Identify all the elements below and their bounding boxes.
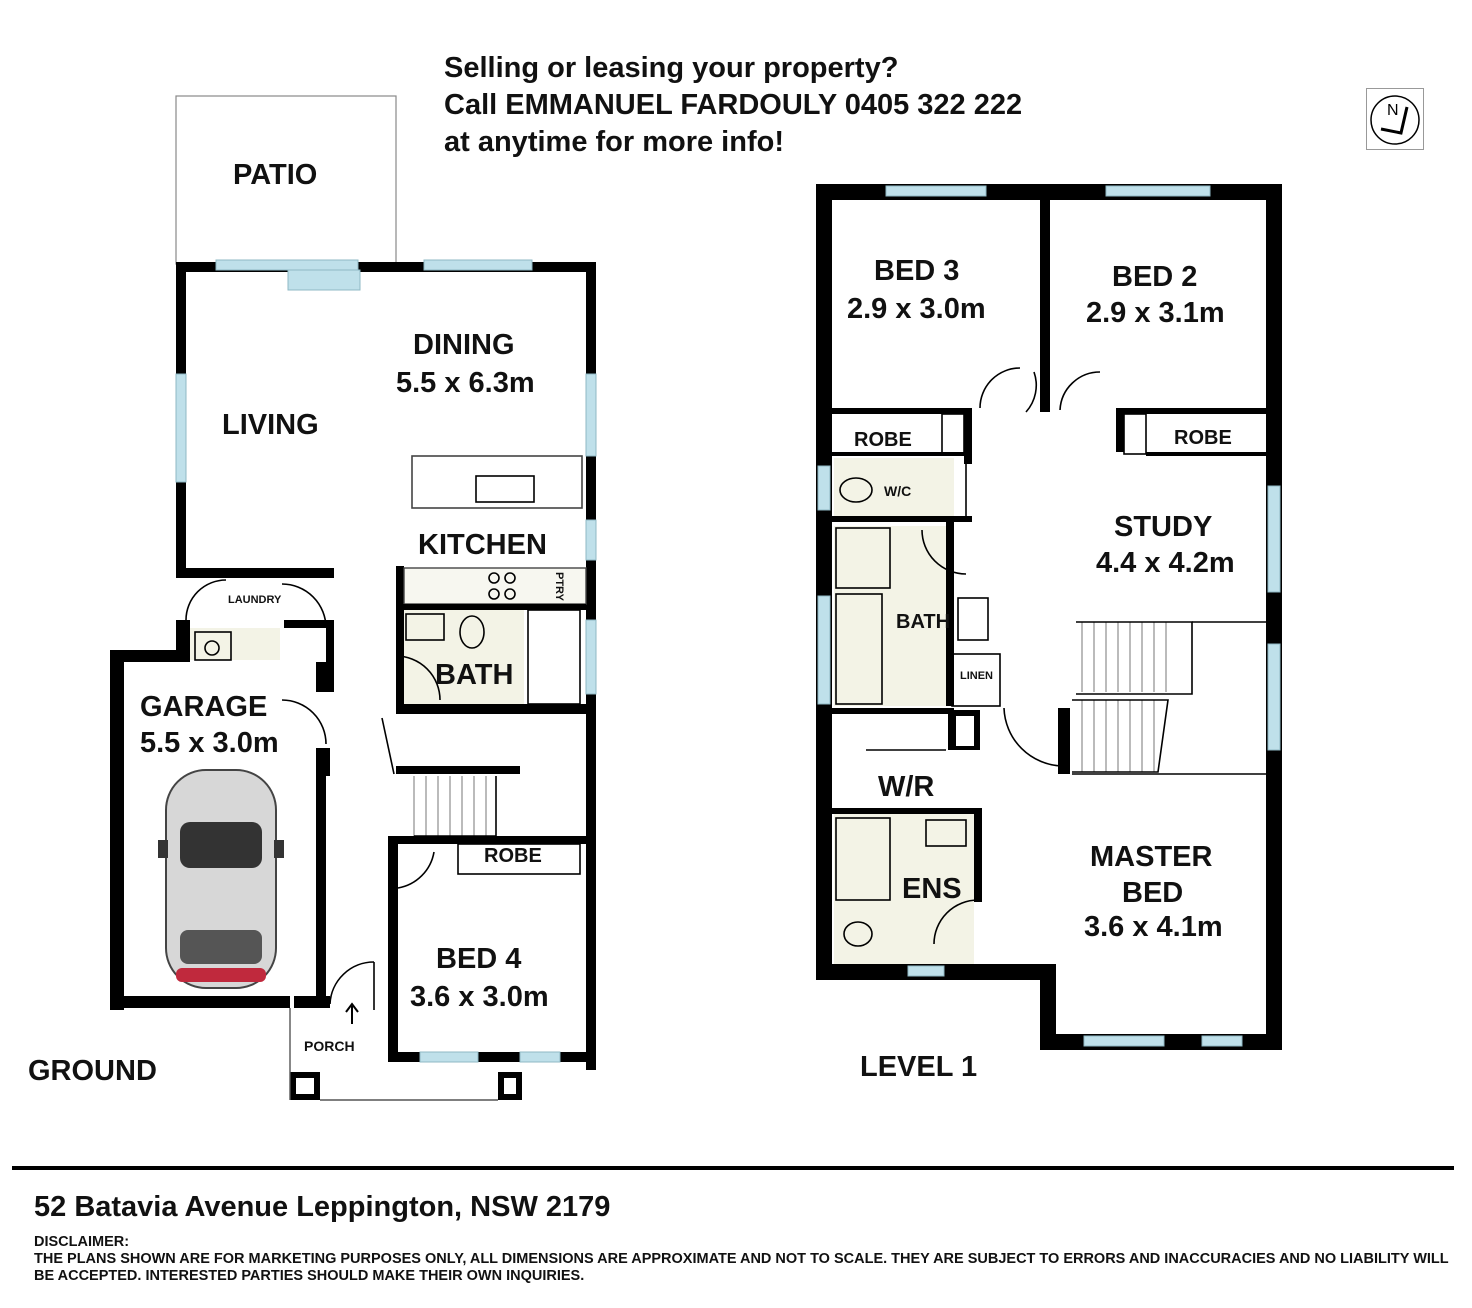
patio-label: PATIO [233,159,317,191]
bed2-label: BED 2 [1112,261,1197,293]
master-line1: MASTER [1090,841,1213,873]
study-label: STUDY [1114,511,1212,543]
ground-bath-label: BATH [435,659,513,691]
bed4-label: BED 4 [436,943,521,975]
property-address: 52 Batavia Avenue Leppington, NSW 2179 [34,1191,611,1223]
footer-divider [12,1166,1454,1170]
level1-bath-label: BATH [896,611,950,633]
laundry-label: LAUNDRY [228,594,282,606]
promo-line-2: Call EMMANUEL FARDOULY 0405 322 222 [444,89,1023,121]
study-size: 4.4 x 4.2m [1096,547,1235,579]
master-size: 3.6 x 4.1m [1084,911,1223,943]
bed2-size: 2.9 x 3.1m [1086,297,1225,329]
floor-plan: PATIO DINING 5.5 x 6.3m LIVING KITCHEN P… [28,95,1282,1101]
ground-robe-label: ROBE [484,845,542,867]
north-compass-icon: N [1366,88,1424,150]
bed3-size: 2.9 x 3.0m [847,293,986,325]
living-label: LIVING [222,409,319,441]
robe-left-label: ROBE [854,429,912,451]
promo-line-3: at anytime for more info! [444,126,784,158]
ground-level-label: GROUND [28,1055,157,1087]
bed4-size: 3.6 x 3.0m [410,981,549,1013]
dining-size: 5.5 x 6.3m [396,367,535,399]
robe-right-label: ROBE [1174,427,1232,449]
wr-label: W/R [878,771,934,803]
kitchen-label: KITCHEN [418,529,547,561]
garage-size: 5.5 x 3.0m [140,727,279,759]
bed3-label: BED 3 [874,255,959,287]
ground-floor-plan [110,95,597,1101]
level1-level-label: LEVEL 1 [860,1051,977,1083]
disclaimer-text: THE PLANS SHOWN ARE FOR MARKETING PURPOS… [34,1251,1449,1284]
promo-text: Selling or leasing your property? Call E… [444,50,1022,161]
car-icon [158,769,284,989]
promo-line-1: Selling or leasing your property? [444,52,899,84]
dining-label: DINING [413,329,515,361]
compass-label: N [1387,102,1399,119]
pantry-label: PTRY [553,572,565,602]
garage-label: GARAGE [140,691,267,723]
disclaimer: DISCLAIMER: THE PLANS SHOWN ARE FOR MARK… [34,1234,1454,1285]
master-line2: BED [1122,877,1183,909]
wc-label: W/C [884,483,911,499]
ens-label: ENS [902,873,962,905]
disclaimer-title: DISCLAIMER: [34,1234,130,1250]
porch-label: PORCH [304,1038,355,1054]
level-1-floor-plan [816,184,1282,1050]
linen-label: LINEN [960,670,993,682]
